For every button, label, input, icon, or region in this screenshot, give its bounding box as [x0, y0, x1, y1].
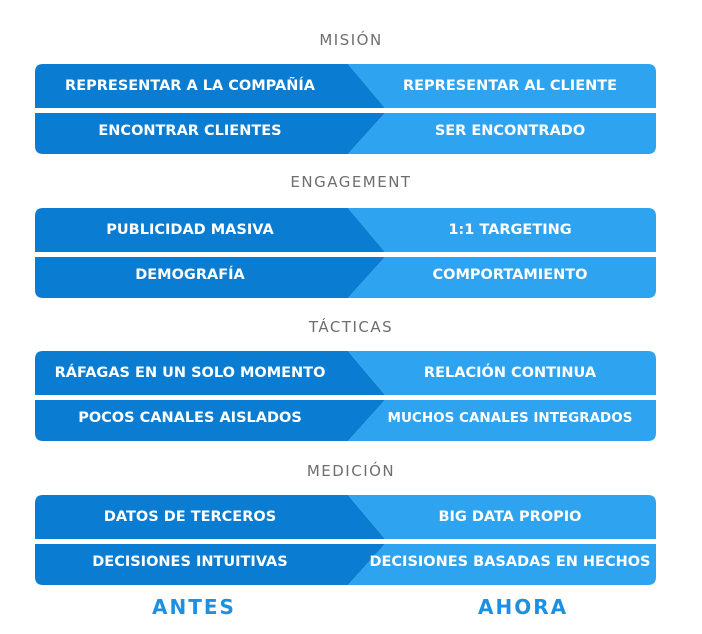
- left-top-shape: [35, 495, 385, 539]
- left-bottom-shape: [35, 544, 385, 585]
- left-bottom-shape: [35, 257, 385, 298]
- comparison-block-tacticas: RÁFAGAS EN UN SOLO MOMENTO RELACIÓN CONT…: [35, 351, 656, 441]
- block-shapes: [35, 208, 656, 298]
- section-title-mision: MISIÓN: [319, 31, 383, 49]
- antes-cell: DECISIONES INTUITIVAS: [92, 554, 288, 570]
- antes-cell: PUBLICIDAD MASIVA: [106, 222, 274, 238]
- comparison-block-medicion: DATOS DE TERCEROS BIG DATA PROPIO DECISI…: [35, 495, 656, 585]
- right-bottom-shape: [348, 257, 656, 298]
- left-bottom-shape: [35, 400, 385, 441]
- left-bottom-shape: [35, 113, 385, 154]
- ahora-cell: REPRESENTAR AL CLIENTE: [402, 78, 618, 94]
- antes-cell: DATOS DE TERCEROS: [103, 509, 277, 525]
- ahora-cell: SER ENCONTRADO: [434, 123, 586, 139]
- ahora-cell: RELACIÓN CONTINUA: [423, 365, 597, 381]
- ahora-cell: MUCHOS CANALES INTEGRADOS: [387, 410, 633, 426]
- ahora-cell: DECISIONES BASADAS EN HECHOS: [369, 554, 651, 570]
- comparison-block-mision: REPRESENTAR A LA COMPAÑÍA REPRESENTAR AL…: [35, 64, 656, 154]
- block-shapes: [35, 351, 656, 441]
- right-bottom-shape: [348, 113, 656, 154]
- comparison-block-engagement: PUBLICIDAD MASIVA 1:1 TARGETING DEMOGRAF…: [35, 208, 656, 298]
- section-title-tacticas: TÁCTICAS: [308, 318, 394, 336]
- right-top-shape: [348, 208, 656, 252]
- antes-cell: ENCONTRAR CLIENTES: [98, 123, 282, 139]
- right-bottom-shape: [348, 400, 656, 441]
- ahora-label: AHORA: [478, 595, 569, 619]
- antes-cell: DEMOGRAFÍA: [135, 267, 245, 283]
- right-bottom-shape: [348, 544, 656, 585]
- antes-label: ANTES: [152, 595, 236, 619]
- left-top-shape: [35, 351, 385, 395]
- antes-cell: REPRESENTAR A LA COMPAÑÍA: [65, 78, 315, 94]
- block-shapes: [35, 495, 656, 585]
- ahora-cell: COMPORTAMIENTO: [432, 267, 588, 283]
- antes-cell: RÁFAGAS EN UN SOLO MOMENTO: [54, 365, 326, 381]
- right-top-shape: [348, 351, 656, 395]
- left-top-shape: [35, 64, 385, 108]
- right-top-shape: [348, 495, 656, 539]
- block-shapes: [35, 64, 656, 154]
- section-title-engagement: ENGAGEMENT: [290, 173, 412, 191]
- left-top-shape: [35, 208, 385, 252]
- antes-cell: POCOS CANALES AISLADOS: [78, 410, 302, 426]
- ahora-cell: 1:1 TARGETING: [448, 222, 572, 238]
- section-title-medicion: MEDICIÓN: [306, 462, 396, 480]
- right-top-shape: [348, 64, 656, 108]
- ahora-cell: BIG DATA PROPIO: [438, 509, 582, 525]
